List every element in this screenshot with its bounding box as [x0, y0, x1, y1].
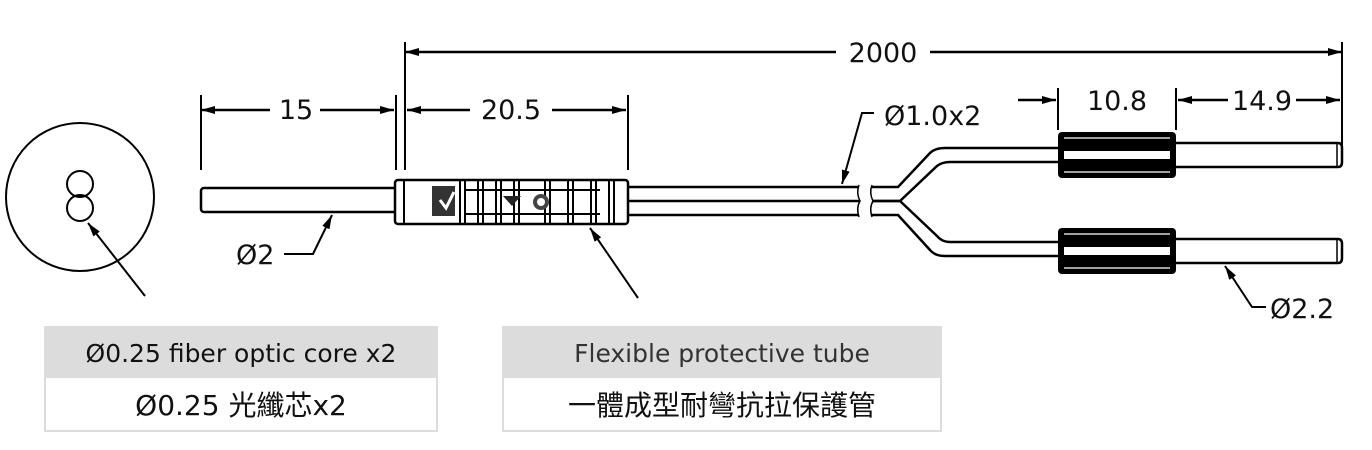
dim-cable-diameter-text: Ø1.0x2	[884, 101, 981, 132]
dimension-ferrule: 10.8	[1018, 86, 1177, 130]
tip-top	[1176, 141, 1344, 169]
cross-section-view	[5, 122, 155, 297]
probe-diameter-callout: Ø2	[236, 214, 333, 271]
tip-bottom	[1176, 237, 1344, 265]
dimension-probe: 15	[200, 95, 397, 170]
dimension-sleeve: 20.5	[407, 95, 629, 170]
fiber-core-bottom	[66, 194, 94, 222]
ferrule-bottom	[1058, 228, 1176, 274]
core-label-english: Ø0.25 fiber optic core x2	[46, 328, 436, 378]
tube-label-box: Flexible protective tube 一體成型耐彎抗拉保護管	[502, 326, 942, 432]
core-label-box: Ø0.25 fiber optic core x2 Ø0.25 光纖芯x2	[44, 326, 438, 432]
brand-logo-icon	[432, 186, 549, 216]
tube-label-chinese: 一體成型耐彎抗拉保護管	[504, 378, 940, 430]
dimension-total: 2000	[404, 38, 1343, 170]
dim-probe-text: 15	[279, 95, 313, 126]
dim-ferrule-text: 10.8	[1087, 86, 1147, 117]
dimension-tip: 14.9	[1178, 86, 1340, 117]
core-leader-arrow	[87, 222, 146, 297]
sleeve-ribs	[459, 180, 615, 224]
dim-tip-text: 14.9	[1232, 86, 1292, 117]
ferrule-top	[1058, 132, 1176, 178]
cable-diameter-callout: Ø1.0x2	[841, 101, 981, 185]
dim-tip-diameter-text: Ø2.2	[1270, 294, 1334, 325]
protective-sleeve	[393, 178, 630, 226]
tip-diameter-callout: Ø2.2	[1224, 265, 1334, 325]
dim-probe-diameter-text: Ø2	[236, 240, 274, 271]
fiber-core-top	[66, 170, 94, 198]
probe-rod	[199, 186, 399, 214]
dual-cable	[628, 146, 1060, 258]
dim-sleeve-text: 20.5	[481, 95, 541, 126]
tube-leader-arrow	[589, 227, 639, 299]
tube-label-english: Flexible protective tube	[504, 328, 940, 378]
dim-total-text: 2000	[849, 38, 918, 69]
core-label-chinese: Ø0.25 光纖芯x2	[46, 378, 436, 430]
cable-outer-circle	[5, 122, 155, 272]
